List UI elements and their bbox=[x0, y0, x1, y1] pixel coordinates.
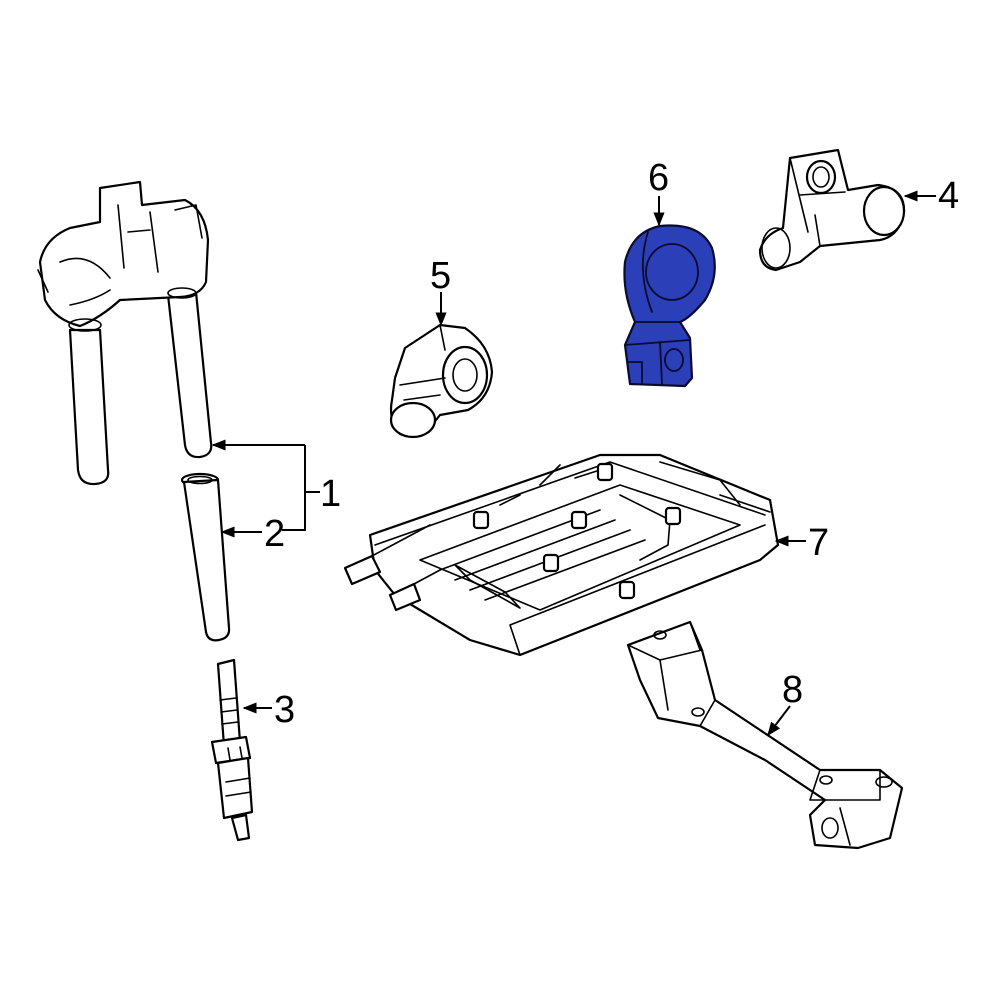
callout-7[interactable]: 7 bbox=[808, 522, 829, 564]
knock-sensor-part[interactable] bbox=[623, 224, 716, 388]
crankshaft-sensor-part[interactable] bbox=[389, 323, 494, 439]
callout-4[interactable]: 4 bbox=[938, 175, 959, 217]
callout-8[interactable]: 8 bbox=[782, 669, 803, 711]
engine-control-module-part[interactable] bbox=[343, 453, 780, 657]
callout-3[interactable]: 3 bbox=[274, 689, 295, 731]
callout-6[interactable]: 6 bbox=[648, 157, 669, 199]
callout-1-leader bbox=[211, 439, 320, 531]
callout-2[interactable]: 2 bbox=[264, 513, 285, 555]
ignition-coil-part[interactable] bbox=[37, 180, 213, 486]
camshaft-sensor-part[interactable] bbox=[758, 148, 906, 272]
mounting-bracket-part[interactable] bbox=[626, 620, 904, 850]
coil-boot-part[interactable] bbox=[180, 472, 231, 642]
spark-plug-part[interactable] bbox=[210, 658, 254, 842]
callout-8-leader bbox=[767, 705, 791, 737]
callout-5[interactable]: 5 bbox=[430, 255, 451, 297]
callout-1[interactable]: 1 bbox=[320, 473, 341, 515]
